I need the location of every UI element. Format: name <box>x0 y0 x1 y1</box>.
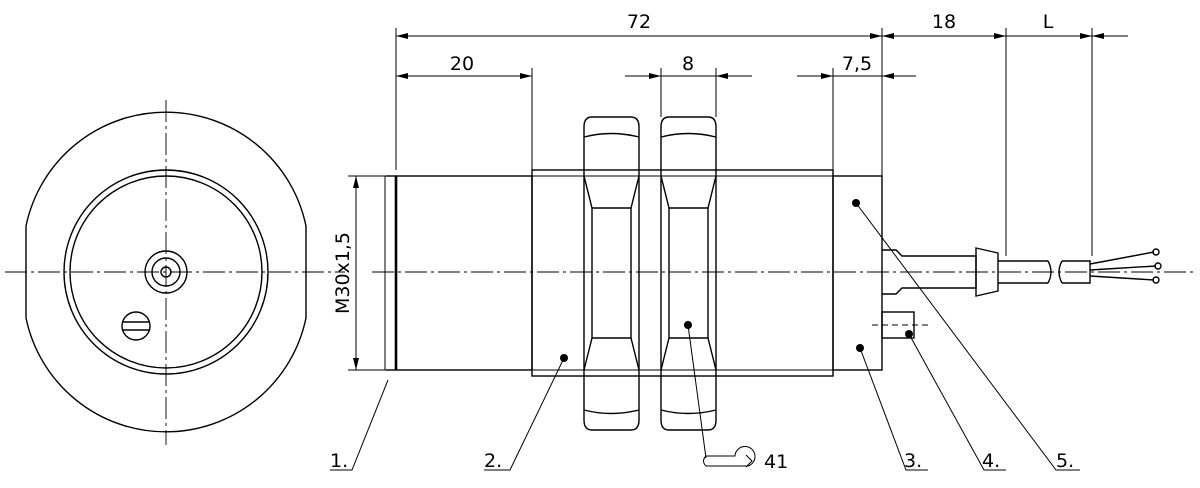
nut-2-chamfer <box>660 132 717 415</box>
wrench-icon <box>703 445 756 467</box>
sensor-body <box>384 169 883 377</box>
callout-leader-1 <box>330 379 389 471</box>
cable-wires <box>1089 251 1157 281</box>
nut-2-flats <box>660 175 717 371</box>
callout-4: 4. <box>982 450 1000 472</box>
strain-relief <box>975 247 999 297</box>
dim-nut-width: 8 <box>682 53 694 75</box>
rear-cap <box>832 175 883 371</box>
wrench-size: 41 <box>764 451 788 473</box>
wire-end-1 <box>1152 248 1160 256</box>
dim-rear-section: 7,5 <box>842 53 872 75</box>
wire-end-2 <box>1154 262 1162 270</box>
callout-2: 2. <box>484 450 502 472</box>
nut-1-flats <box>583 175 640 371</box>
cable-gland-outer <box>144 250 188 294</box>
led-indicator <box>872 311 932 339</box>
end-view <box>5 100 345 445</box>
threaded-housing <box>531 169 834 377</box>
nut-outline <box>25 111 307 433</box>
dimensions: 72 18 L 20 8 7,5 M30x1,5 <box>332 11 1128 371</box>
cable-break-left <box>1047 260 1052 284</box>
dim-thread-start: 20 <box>450 53 474 75</box>
callout-leader-2 <box>484 357 565 471</box>
nut-2-outline <box>660 116 717 431</box>
dim-thread-size: M30x1,5 <box>332 232 354 314</box>
dim-cable-length: L <box>1043 11 1054 33</box>
dim-cable-exit: 18 <box>932 11 956 33</box>
cable-end <box>1062 260 1091 284</box>
nut-1-outline <box>583 116 640 431</box>
cable-break-right <box>1058 260 1063 284</box>
callout-leader-3 <box>859 347 928 471</box>
cable-core <box>160 266 172 278</box>
cable-jacket <box>998 260 1048 284</box>
wrench-jaw <box>745 454 753 468</box>
cable-gland-inner <box>151 257 181 287</box>
housing-inner-circle <box>69 175 263 369</box>
sensing-face-section <box>395 175 533 371</box>
callout-3: 3. <box>904 450 922 472</box>
callout-leader-5 <box>855 202 1080 471</box>
cable <box>882 247 1162 297</box>
wrench-callout-leader <box>687 324 707 459</box>
callout-1: 1. <box>330 450 348 472</box>
housing-outer-circle <box>63 169 269 375</box>
dim-overall-length: 72 <box>627 11 651 33</box>
mounting-nut-1 <box>583 116 640 431</box>
led-window <box>121 311 151 341</box>
callout-5: 5. <box>1056 450 1074 472</box>
nut-1-chamfer <box>583 132 640 415</box>
callouts: 1. 2. 3. 4. 5. 41 <box>330 199 1080 473</box>
wire-end-3 <box>1152 276 1160 284</box>
mounting-nut-2 <box>660 116 717 431</box>
callout-leader-4 <box>908 333 1006 471</box>
